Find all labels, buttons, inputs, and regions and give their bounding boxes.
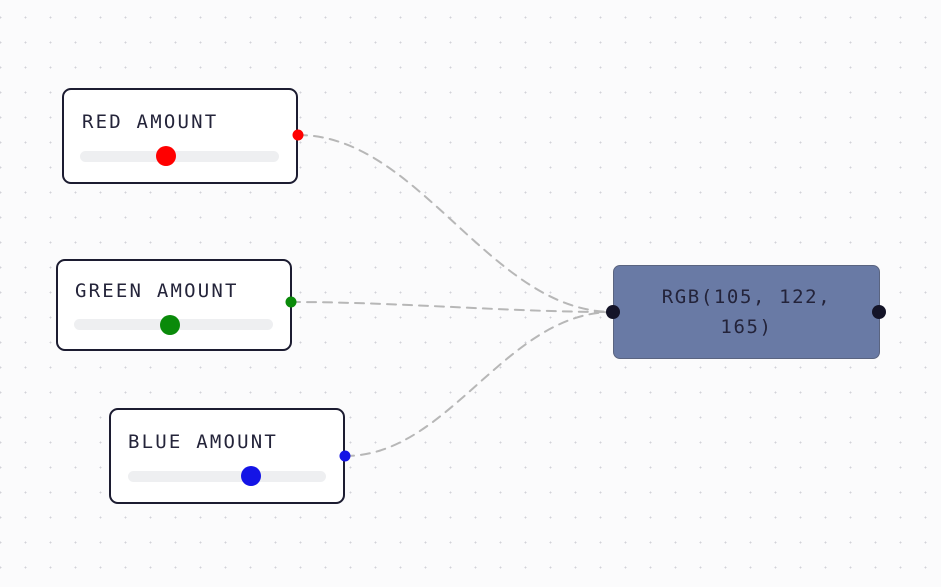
blue-output-handle[interactable]: [339, 450, 351, 462]
edge-green-to-output: [290, 301, 614, 313]
green-slider-thumb[interactable]: [159, 314, 180, 335]
node-red-title: RED AMOUNT: [82, 110, 219, 133]
rgb-input-handle[interactable]: [606, 305, 620, 319]
edge-red-to-output: [297, 134, 614, 313]
node-blue-amount[interactable]: BLUE AMOUNT: [109, 408, 345, 504]
red-slider-thumb[interactable]: [155, 146, 176, 166]
red-amount-slider[interactable]: [80, 146, 279, 166]
red-output-handle[interactable]: [292, 129, 304, 141]
node-green-amount[interactable]: GREEN AMOUNT: [56, 259, 292, 351]
blue-amount-slider[interactable]: [128, 466, 326, 486]
edge-blue-to-output: [344, 311, 614, 457]
node-rgb-output[interactable]: RGB(105, 122, 165): [613, 265, 880, 359]
node-green-title: GREEN AMOUNT: [75, 280, 239, 302]
node-red-amount[interactable]: RED AMOUNT: [62, 88, 298, 184]
node-blue-title: BLUE AMOUNT: [128, 430, 279, 453]
green-amount-slider[interactable]: [74, 314, 273, 335]
rgb-output-label: RGB(105, 122, 165): [661, 286, 832, 338]
rgb-output-handle[interactable]: [872, 305, 886, 319]
blue-slider-thumb[interactable]: [240, 466, 261, 486]
green-output-handle[interactable]: [285, 296, 297, 308]
